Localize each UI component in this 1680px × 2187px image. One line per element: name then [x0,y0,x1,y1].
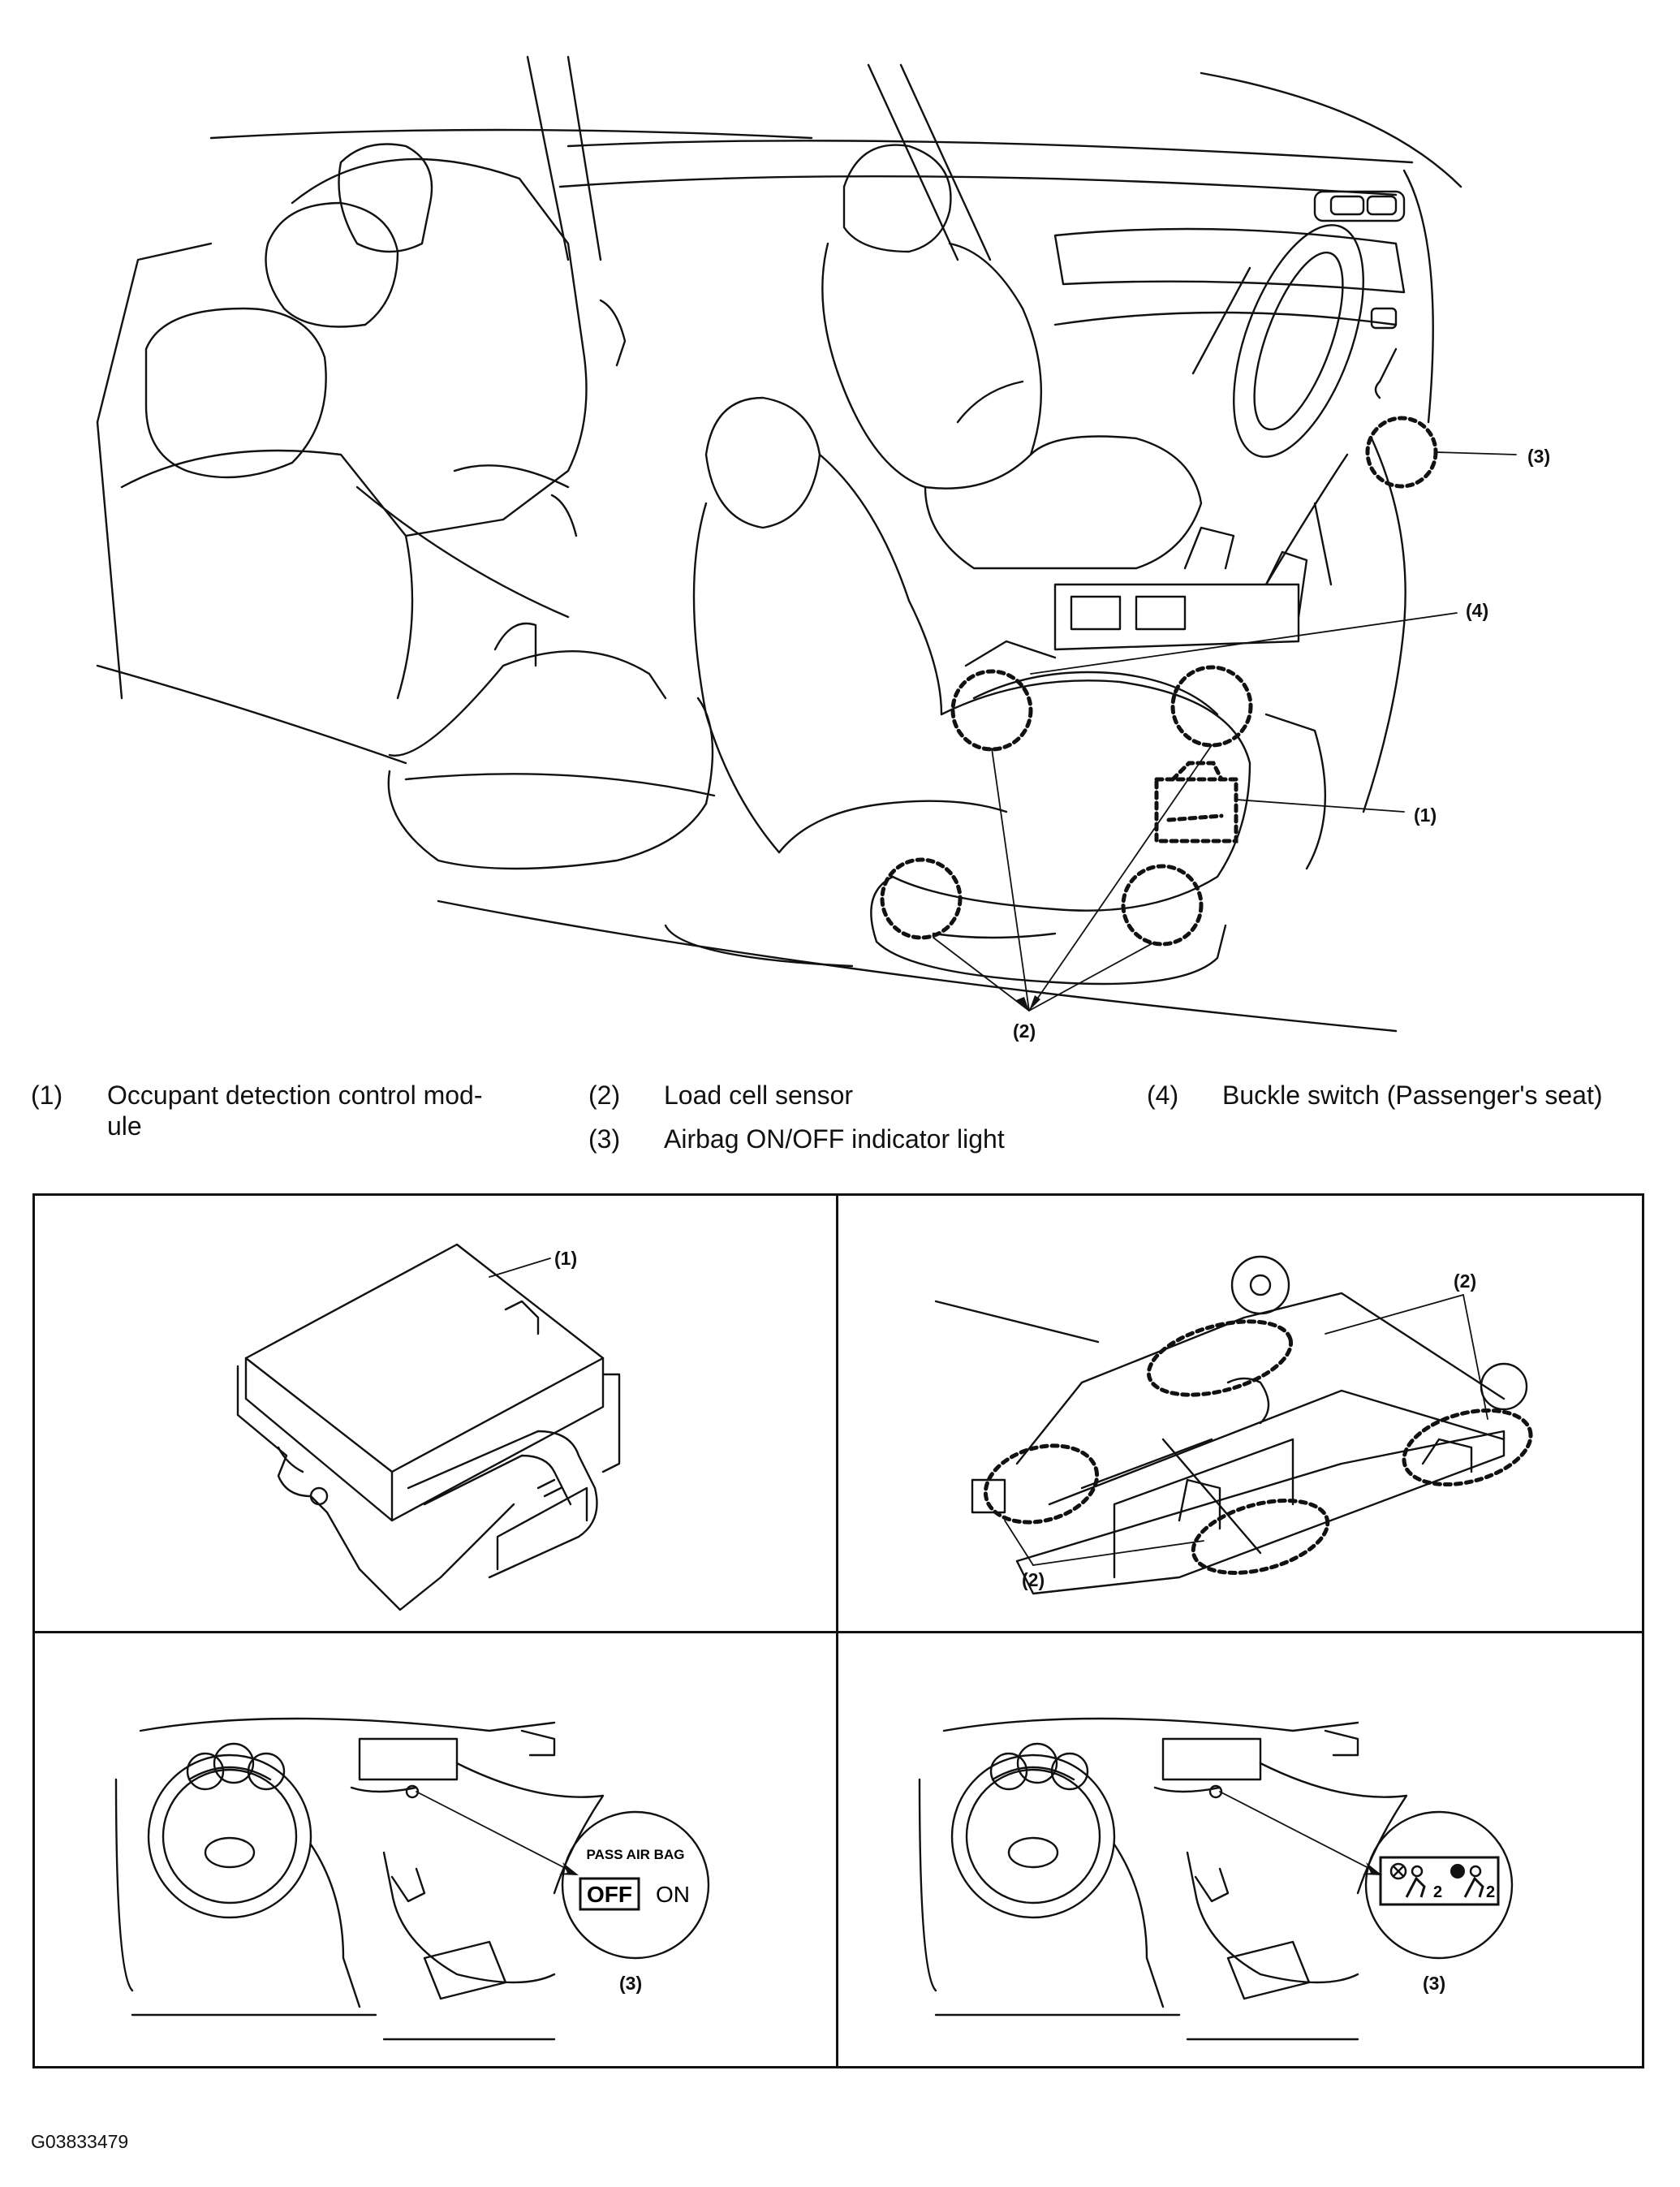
legend-text-1: Occupant detection control mod- ule [107,1081,483,1141]
rear-bench-seat [96,143,716,870]
legend-text-4: Buckle switch (Passenger's seat) [1222,1081,1603,1110]
icon-digit-1: 2 [1433,1883,1442,1901]
callout-2: (2) [1013,1020,1036,1042]
legend-num-2: (2) [588,1081,621,1110]
legend-num-4: (4) [1147,1081,1179,1110]
vehicle-body-outline [96,55,1462,1033]
control-module-drawing [236,1243,621,1611]
indicator-text-callout: (3) [619,1973,643,1994]
off-indicator-box [579,1877,640,1911]
dashboard-drawing-icon: 2 2 [918,1717,1514,2041]
icon-digit-2: 2 [1486,1883,1495,1901]
panel-indicator-icon: 2 2 (3) [838,1633,1642,2066]
dashboard-and-door [1053,190,1406,651]
figure-id: G03833479 [31,2131,129,2152]
control-module-marker [1154,777,1238,843]
legend-text-3: Airbag ON/OFF indicator light [664,1124,1005,1154]
on-label: ON [656,1882,690,1907]
leader-lines [933,451,1517,1012]
pass-airbag-label: PASS AIR BAG [587,1847,685,1862]
callout-4: (4) [1466,600,1488,621]
indicator-icon-frame [1379,1856,1500,1906]
seat-frame-callout-top: (2) [1454,1270,1477,1292]
driver-seat [821,144,1203,570]
legend-num-3: (3) [588,1124,621,1154]
main-interior-figure: (3) (4) (1) (2) [96,55,1550,1042]
legend-text-2: Load cell sensor [664,1081,854,1110]
module-callout-1: (1) [554,1248,578,1269]
airbag-off-icon [1389,1862,1426,1898]
panel-indicator-text: PASS AIR BAG OFF ON (3) [35,1633,838,2066]
indicator-icon-callout: (3) [1423,1973,1446,1994]
panel-control-module: (1) [35,1196,838,1633]
seat-frame-callout-bottom: (2) [1022,1569,1045,1590]
dashboard-drawing-text: PASS AIR BAG OFF ON [114,1717,710,2041]
callout-3: (3) [1527,446,1550,467]
legend-num-1: (1) [31,1081,63,1110]
panel-seat-frame: (2) (2) [838,1196,1642,1633]
airbag-on-icon [1450,1864,1484,1898]
seat-frame-drawing [934,1255,1533,1595]
callout-1: (1) [1414,804,1437,826]
detail-panel-grid: (1) (2) (2) [32,1193,1644,2068]
passenger-seat [692,396,1251,986]
load-cell-markers [880,665,1253,947]
off-label: OFF [587,1882,632,1907]
